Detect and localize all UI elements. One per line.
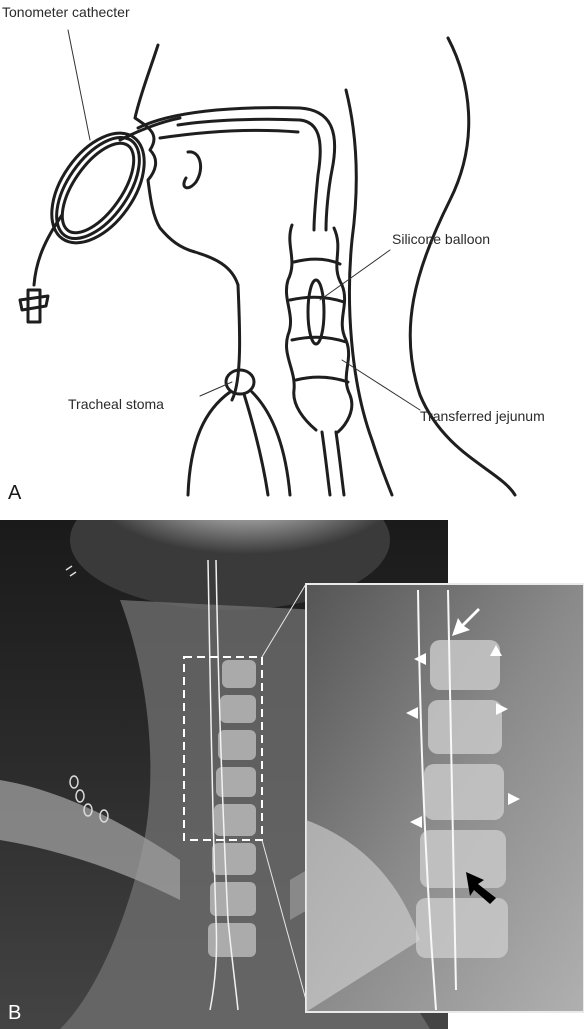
mouth-detail	[184, 152, 201, 188]
panel-b-radiograph: B	[0, 520, 584, 1029]
label-silicone-balloon: Silicone balloon	[392, 231, 490, 247]
xray-image	[0, 520, 584, 1029]
leader-jejunum	[342, 360, 420, 410]
face-profile	[135, 45, 238, 285]
anatomy-sketch	[0, 0, 584, 515]
jejunum-fold-1	[294, 259, 340, 264]
head-back-curve	[346, 90, 392, 495]
jejunum-fold-4	[296, 377, 348, 382]
leader-tonometer	[68, 30, 90, 140]
label-tonometer-catheter: Tonometer cathecter	[2, 4, 130, 20]
jejunum-fold-2	[290, 297, 344, 302]
panel-a-drawing: Tonometer cathecter Silicone balloon Tra…	[0, 0, 584, 515]
panel-letter-a: A	[8, 482, 21, 505]
oral-curve-mid	[160, 130, 298, 138]
silicone-balloon-shape	[308, 280, 324, 344]
trachea-left	[188, 392, 230, 495]
panel-letter-b: B	[8, 1002, 21, 1025]
shoulder-outline	[410, 38, 515, 495]
label-transferred-jejunum: Transferred jejunum	[420, 408, 545, 424]
leader-balloon	[320, 250, 390, 300]
label-tracheal-stoma: Tracheal stoma	[68, 396, 164, 412]
neck-front	[232, 285, 240, 400]
catheter-connector	[20, 290, 48, 322]
esophagus-left	[322, 432, 330, 495]
catheter-coil-3	[33, 117, 163, 260]
oral-curve-outer	[138, 108, 335, 230]
tracheal-stoma-shape	[226, 370, 254, 394]
esophagus-right	[336, 432, 344, 495]
jejunum-left-edge	[286, 225, 316, 430]
